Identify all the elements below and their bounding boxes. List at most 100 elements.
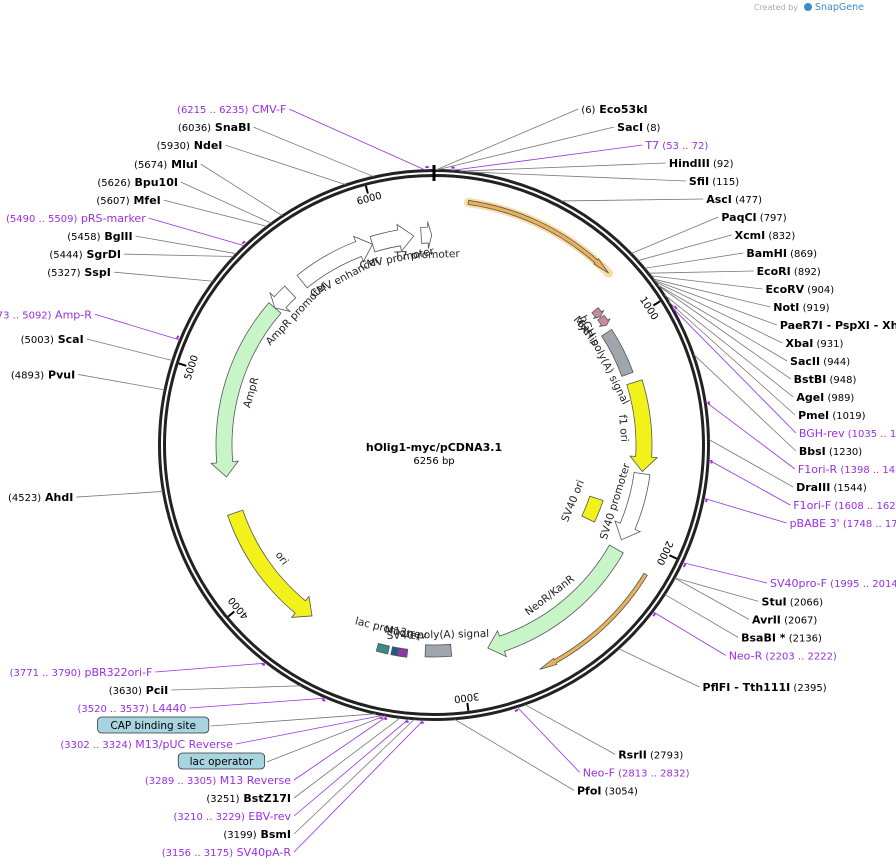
label-neo-r-pos: (2203 .. 2222): [762, 651, 837, 662]
label-draiii-leader: [708, 439, 794, 488]
label-ndei-pos: (5930): [157, 141, 190, 152]
label-pbabe-3-name: pBABE 3': [790, 517, 840, 530]
label-sv40pro-f-pos: (1995 .. 2014): [827, 579, 896, 590]
feature-ampr-label: AmpR: [241, 376, 261, 409]
label-agei-pos: (989): [824, 393, 854, 404]
label-sv40pa-r: (3156 .. 3175) SV40pA-R: [162, 846, 292, 859]
tick-label-4000: 4000: [226, 594, 251, 621]
label-sacii-name: SacII: [790, 355, 820, 368]
label-l4440-pos: (3520 .. 3537): [78, 704, 150, 715]
label-pmei-pos: (1019): [829, 411, 866, 422]
label-bgh-rev-pos: (1035 .. 1052): [845, 429, 896, 440]
label-m13-reverse-leader: [293, 715, 388, 781]
label-sv40pro-f: SV40pro-F (1995 .. 2014): [770, 577, 896, 590]
label-pvui-pos: (4893): [11, 370, 44, 381]
label-pbabe-3-pos: (1748 .. 1768): [840, 519, 896, 530]
tick-1000: [652, 300, 661, 307]
label-sfii-pos: (115): [709, 177, 739, 188]
center-title-group: hOlig1-myc/pCDNA3.1 6256 bp: [366, 441, 502, 467]
label-sv40pa-r-pos: (3156 .. 3175): [162, 848, 234, 859]
feature-holig1-orange-glow: [463, 197, 614, 278]
label-amp-r-pos: (5073 .. 5092): [0, 310, 52, 321]
label-snabi-pos: (6036): [178, 123, 211, 134]
feature-sv40-promoter: [614, 472, 651, 541]
label-xcmi: XcmI (832): [735, 229, 796, 242]
label-mlui-pos: (5674): [134, 160, 167, 171]
label-cap-binding-site-leader: [210, 713, 376, 727]
label-bsmi: (3199) BsmI: [223, 828, 291, 841]
label-bsmi-name: BsmI: [257, 828, 291, 841]
feature-6xhis: [597, 314, 611, 327]
label-neo-f-name: Neo-F: [583, 766, 615, 779]
label-prs-marker-leader: [148, 217, 245, 247]
label-pmei-leader: [668, 301, 796, 416]
tick-5000: [178, 362, 187, 367]
label-ebv-rev: (3210 .. 3229) EBV-rev: [174, 810, 292, 823]
label-l4440: (3520 .. 3537) L4440: [78, 702, 187, 715]
label-t7: T7 (53 .. 72): [644, 139, 708, 152]
label-stui: StuI (2066): [762, 595, 824, 608]
label-pmei-name: PmeI: [798, 409, 829, 422]
label-prs-marker: (5490 .. 5509) pRS-marker: [6, 212, 146, 225]
label-cmv-f-pos: (6215 .. 6235): [177, 105, 249, 116]
credit-brand: SnapGene: [815, 2, 864, 13]
label-eco53ki-leader: [435, 108, 579, 171]
label-ecori-pos: (892): [791, 267, 821, 278]
credit-prefix: Created by: [754, 3, 798, 12]
label-prs-marker-pos: (5490 .. 5509): [6, 214, 78, 225]
label-m13-reverse-pos: (3289 .. 3305): [145, 776, 217, 787]
label-rsrii-name: RsrII: [618, 748, 647, 761]
label-amp-r-mark: [176, 335, 180, 340]
feature-ampr-promoter: [269, 285, 297, 313]
label-neo-f-leader: [516, 706, 580, 773]
label-cmv-f-name: CMV-F: [248, 103, 286, 116]
label-noti-leader: [653, 278, 771, 308]
label-pcii: (3630) PciI: [109, 684, 169, 697]
label-sv40pro-f-leader: [682, 562, 768, 584]
label-bsabi-leader: [664, 594, 739, 638]
feature-t7-promoter: [420, 221, 433, 249]
label-ahdi-name: AhdI: [41, 491, 73, 504]
label-mfei: (5607) MfeI: [96, 194, 160, 207]
label-f1ori-r-pos: (1398 .. 1417): [837, 465, 896, 476]
label-bstz17i: (3251) BstZ17I: [206, 792, 291, 805]
label-neo-r-leader: [652, 611, 726, 656]
label-pbr322ori-f-pos: (3771 .. 3790): [10, 668, 82, 679]
label-bamhi: BamHI (869): [746, 247, 817, 260]
label-rsrii-pos: (2793): [647, 750, 684, 761]
label-ecori: EcoRI (892): [757, 265, 821, 278]
label-bglii-name: BglII: [101, 230, 133, 243]
tick-4000: [227, 610, 235, 618]
tick-6000: [364, 185, 369, 194]
label-f1ori-r-leader: [705, 401, 796, 470]
label-amp-r-name: Amp-R: [52, 308, 93, 321]
label-pflfi-tth111i: PflFI - Tth111I (2395): [703, 681, 827, 694]
tick-label-2000: 2000: [654, 539, 675, 567]
label-xbai-pos: (931): [813, 339, 843, 350]
label-sspi-name: SspI: [81, 266, 111, 279]
label-stui-pos: (2066): [787, 597, 824, 608]
label-draiii-name: DraIII: [796, 481, 830, 494]
label-prs-marker-name: pRS-marker: [77, 212, 146, 225]
label-sfii-leader: [465, 171, 686, 182]
feature-lac-operator: [390, 646, 399, 657]
label-asci-name: AscI: [706, 193, 732, 206]
label-m13-puc-reverse: (3302 .. 3324) M13/pUC Reverse: [60, 738, 233, 751]
label-bstz17i-name: BstZ17I: [240, 792, 291, 805]
label-bpu10i-leader: [180, 181, 272, 224]
label-bstz17i-pos: (3251): [206, 794, 239, 805]
label-ndei: (5930) NdeI: [157, 139, 223, 152]
label-paer7i-pspxi-xhoi: PaeR7I - PspXI - XhoI (925): [780, 319, 896, 332]
label-t7-pos: (53 .. 72): [659, 141, 708, 152]
label-avrii: AvrII (2067): [752, 613, 817, 626]
label-pvui: (4893) PvuI: [11, 368, 75, 381]
snapgene-credit: Created by SnapGene: [754, 2, 864, 13]
feature-f1-ori: [626, 379, 659, 473]
label-m13-reverse-mark: [383, 717, 388, 720]
label-avrii-name: AvrII: [752, 613, 781, 626]
label-sv40pa-r-name: SV40pA-R: [233, 846, 291, 859]
label-pbr322ori-f-mark: [261, 662, 266, 667]
label-bstbi-leader: [657, 285, 791, 380]
